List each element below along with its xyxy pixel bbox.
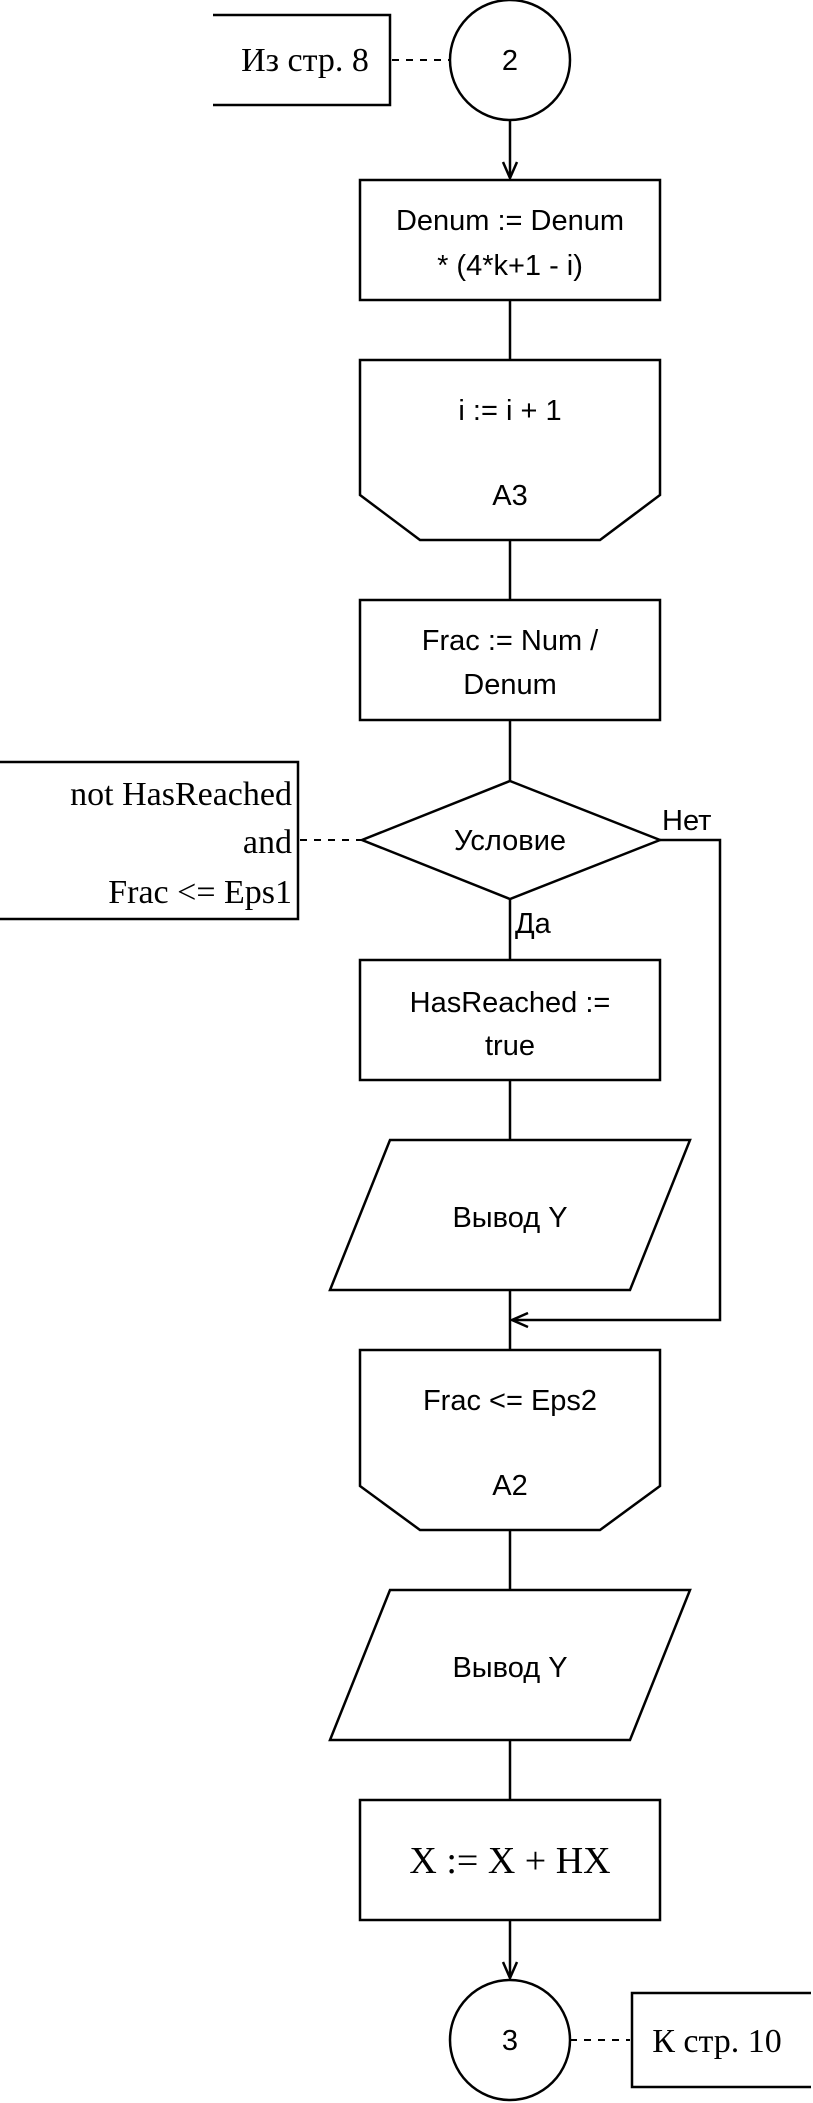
flow-arrow-no-branch bbox=[512, 838, 722, 1320]
process-frac-line1: Frac := Num / bbox=[422, 625, 599, 657]
loop-end-a2-label: A2 bbox=[492, 1470, 527, 1502]
loop-end-a3-shape bbox=[358, 358, 662, 542]
process-x: X := X + HX bbox=[358, 1798, 662, 1922]
decision-yes-label: Да bbox=[515, 908, 552, 940]
decision-diamond bbox=[358, 779, 664, 901]
output-2-parallelogram bbox=[328, 1588, 692, 1742]
decision-comment-line3: Frac <= Eps1 bbox=[108, 874, 292, 911]
output-1: Вывод Y bbox=[328, 1138, 692, 1292]
connector-out-reference-bracket bbox=[630, 1991, 811, 2089]
decision-label: Условие bbox=[454, 825, 566, 857]
decision-comment-line1: not HasReached bbox=[70, 776, 292, 813]
connector-out: 3 К стр. 10 bbox=[448, 1978, 811, 2102]
output-2: Вывод Y bbox=[328, 1588, 692, 1742]
connector-in-reference-bracket bbox=[213, 13, 392, 107]
decision: not HasReached and Frac <= Eps1 Условие … bbox=[0, 760, 711, 940]
connector-in-circle bbox=[448, 0, 572, 122]
connector-in-reference: Из стр. 8 bbox=[241, 42, 369, 79]
loop-end-a2-text: Frac <= Eps2 bbox=[423, 1385, 597, 1417]
process-hasreached-box bbox=[358, 958, 662, 1082]
process-denum-line2: * (4*k+1 - i) bbox=[437, 250, 583, 282]
loop-end-a2: Frac <= Eps2 A2 bbox=[358, 1348, 662, 1532]
output-1-parallelogram bbox=[328, 1138, 692, 1292]
loop-end-a2-shape bbox=[358, 1348, 662, 1532]
process-hasreached: HasReached := true bbox=[358, 958, 662, 1082]
process-frac-line2: Denum bbox=[463, 669, 557, 701]
connector-in-label: 2 bbox=[502, 45, 518, 77]
process-hasreached-line1: HasReached := bbox=[410, 987, 611, 1019]
loop-end-a3-label: A3 bbox=[492, 480, 527, 512]
connector-out-reference: К стр. 10 bbox=[652, 2023, 782, 2060]
connector-in: Из стр. 8 2 bbox=[213, 0, 572, 122]
process-denum-line1: Denum := Denum bbox=[396, 205, 624, 237]
process-x-text: X := X + HX bbox=[409, 1840, 610, 1882]
process-hasreached-line2: true bbox=[485, 1030, 535, 1062]
loop-end-a3-text: i := i + 1 bbox=[458, 395, 561, 427]
process-frac: Frac := Num / Denum bbox=[358, 598, 662, 722]
decision-comment-bracket bbox=[0, 760, 300, 921]
decision-no-label: Нет bbox=[662, 805, 711, 837]
process-denum-box bbox=[358, 178, 662, 302]
decision-comment-line2: and bbox=[243, 824, 292, 861]
process-x-box bbox=[358, 1798, 662, 1922]
process-frac-box bbox=[358, 598, 662, 722]
loop-end-a3: i := i + 1 A3 bbox=[358, 358, 662, 542]
output-1-text: Вывод Y bbox=[452, 1202, 567, 1234]
connector-out-label: 3 bbox=[502, 2025, 518, 2057]
process-denum: Denum := Denum * (4*k+1 - i) bbox=[358, 178, 662, 302]
output-2-text: Вывод Y bbox=[452, 1652, 567, 1684]
